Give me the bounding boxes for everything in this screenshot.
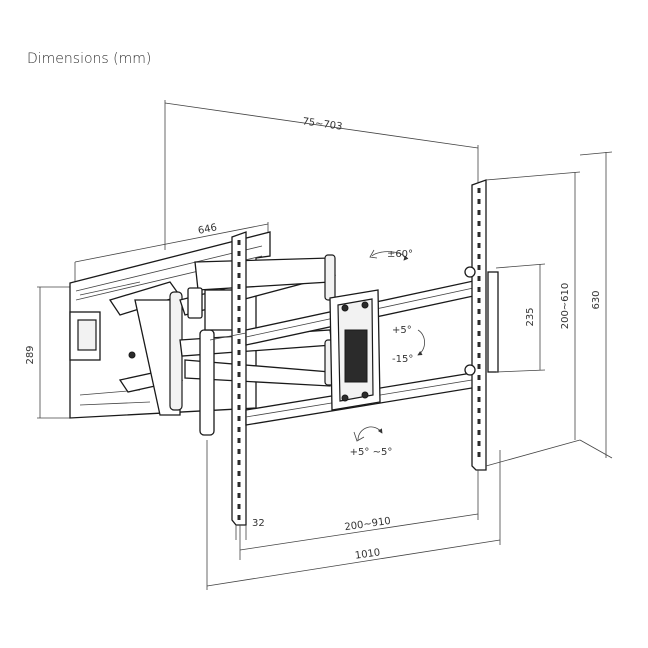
rail-hole (477, 430, 481, 435)
rail-hole (477, 331, 481, 336)
rail-hole (477, 419, 481, 424)
rail-hole (477, 364, 481, 369)
dim-label-arm-width: 646 (197, 222, 218, 236)
rail-hole (237, 350, 241, 355)
motion-label-rotate: +5° ~5° (350, 447, 393, 458)
rail-hole (477, 199, 481, 204)
rail-hole (477, 221, 481, 226)
dim-vesa-horizontal: 200~910 (239, 470, 479, 560)
rail-hole (237, 449, 241, 454)
rail-hole (237, 306, 241, 311)
rail-hole (237, 328, 241, 333)
dim-overall-width: 1010 (206, 440, 501, 590)
rail-hole (237, 372, 241, 377)
rail-hole (237, 405, 241, 410)
rail-hole (237, 504, 241, 509)
dim-vesa-vertical-small: 235 (495, 263, 546, 373)
rail-hole (477, 265, 481, 270)
rail-hole (237, 427, 241, 432)
dim-label-plate-height: 289 (25, 345, 36, 364)
rail-hole (237, 471, 241, 476)
rail-hole (237, 416, 241, 421)
rail-hole (477, 232, 481, 237)
rail-hole (237, 273, 241, 278)
rail-hole (477, 408, 481, 413)
rail-hole (237, 339, 241, 344)
rail-hole (237, 284, 241, 289)
page-title: Dimensions (mm) (27, 51, 152, 67)
dim-overall-height: 630 (579, 151, 613, 459)
dim-vesa-vertical: 200~610 (485, 171, 581, 467)
dim-plate-height: 289 (25, 286, 70, 419)
rail-hole (477, 342, 481, 347)
rail-hole (477, 452, 481, 457)
rotate-indicator: +5° ~5° (350, 426, 393, 458)
motion-label-tilt-down: -15° (392, 354, 413, 365)
rail-hole (237, 240, 241, 245)
rail-hole (477, 298, 481, 303)
rail-hole (477, 210, 481, 215)
dim-label-vesa-vertical: 200~610 (560, 283, 571, 330)
rail-hole (477, 188, 481, 193)
rail-hole (237, 361, 241, 366)
left-vertical-rail (231, 231, 247, 526)
dim-label-overall-width: 1010 (354, 547, 381, 561)
dim-label-vesa-vertical-small: 235 (525, 307, 536, 326)
rail-hole (477, 287, 481, 292)
motion-label-tilt-up: +5° (392, 325, 412, 336)
motion-label-swivel: ±60° (387, 249, 413, 260)
rail-hole (477, 320, 481, 325)
rail-hole (237, 482, 241, 487)
rail-hole (237, 394, 241, 399)
rail-hole (477, 375, 481, 380)
center-tilt-bracket (329, 289, 381, 411)
dim-label-overall-height: 630 (591, 290, 602, 309)
rail-hole (477, 386, 481, 391)
rail-hole (237, 460, 241, 465)
right-vertical-rail (464, 179, 499, 471)
rail-hole (237, 493, 241, 498)
tilt-indicator: +5° -15° (392, 325, 425, 365)
dim-label-plate-depth: 32 (252, 518, 265, 529)
rail-hole (477, 353, 481, 358)
rail-hole (237, 262, 241, 267)
rail-hole (477, 309, 481, 314)
rail-hole (477, 276, 481, 281)
rail-hole (477, 254, 481, 259)
rail-hole (237, 383, 241, 388)
swivel-indicator: ±60° (369, 249, 413, 261)
dim-arm-width: 646 (74, 222, 269, 285)
rail-hole (237, 438, 241, 443)
rail-hole (237, 515, 241, 520)
rail-hole (477, 397, 481, 402)
dim-plate-depth: 32 (235, 518, 265, 540)
rail-hole (237, 295, 241, 300)
rail-hole (237, 251, 241, 256)
rail-hole (477, 243, 481, 248)
rail-hole (237, 317, 241, 322)
dim-label-swivel-extension: 75~703 (302, 116, 343, 132)
rail-hole (477, 441, 481, 446)
